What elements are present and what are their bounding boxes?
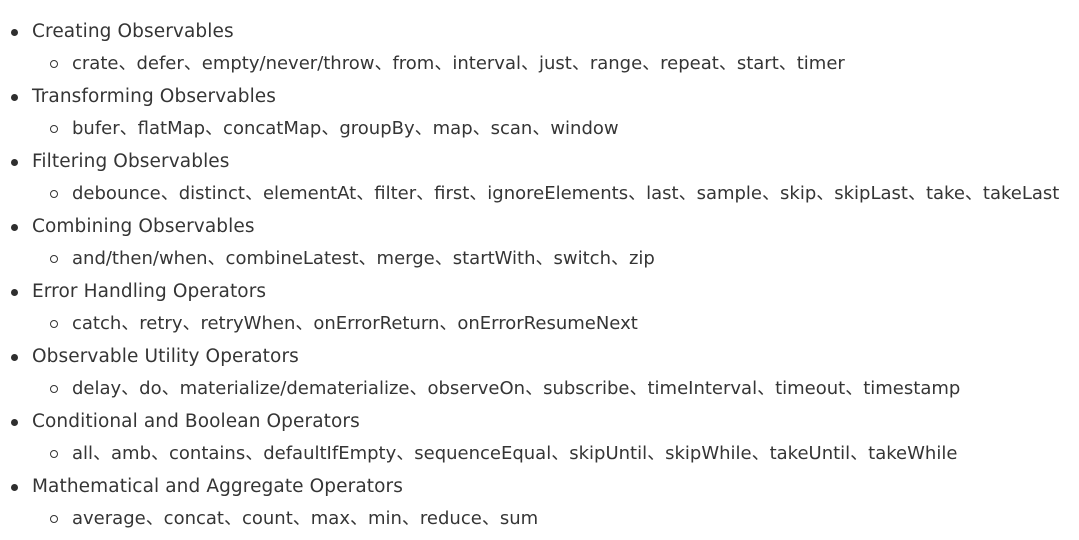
category-conditional-boolean-operators: Conditional and Boolean Operators all、am… <box>0 407 1079 472</box>
category-heading-line: Error Handling Operators <box>0 277 1079 307</box>
operator-names: bufer、flatMap、concatMap、groupBy、map、scan… <box>72 118 619 139</box>
hollow-bullet-icon <box>50 320 58 328</box>
category-title: Transforming Observables <box>32 86 277 107</box>
category-title: Conditional and Boolean Operators <box>32 411 360 432</box>
operator-list-line: average、concat、count、max、min、reduce、sum <box>0 504 1079 534</box>
hollow-bullet-icon <box>50 450 58 458</box>
operator-list-line: bufer、flatMap、concatMap、groupBy、map、scan… <box>0 114 1079 144</box>
bullet-icon <box>11 29 18 36</box>
hollow-bullet-icon <box>50 190 58 198</box>
operator-category-list: Creating Observables crate、defer、empty/n… <box>0 17 1079 537</box>
category-title: Error Handling Operators <box>32 281 267 302</box>
hollow-bullet-icon <box>50 385 58 393</box>
operator-names: debounce、distinct、elementAt、filter、first… <box>72 183 1060 204</box>
operator-list-line: delay、do、materialize/dematerialize、obser… <box>0 374 1079 404</box>
operator-list-line: debounce、distinct、elementAt、filter、first… <box>0 179 1079 209</box>
operator-list-line: all、amb、contains、defaultIfEmpty、sequence… <box>0 439 1079 469</box>
operator-names: delay、do、materialize/dematerialize、obser… <box>72 378 961 399</box>
category-creating-observables: Creating Observables crate、defer、empty/n… <box>0 17 1079 82</box>
category-error-handling-operators: Error Handling Operators catch、retry、ret… <box>0 277 1079 342</box>
operator-names: all、amb、contains、defaultIfEmpty、sequence… <box>72 443 958 464</box>
operator-list-line: catch、retry、retryWhen、onErrorReturn、onEr… <box>0 309 1079 339</box>
category-mathematical-aggregate-operators: Mathematical and Aggregate Operators ave… <box>0 472 1079 537</box>
category-title: Observable Utility Operators <box>32 346 299 367</box>
hollow-bullet-icon <box>50 125 58 133</box>
operator-list-line: crate、defer、empty/never/throw、from、inter… <box>0 49 1079 79</box>
operator-names: crate、defer、empty/never/throw、from、inter… <box>72 53 845 74</box>
hollow-bullet-icon <box>50 255 58 263</box>
bullet-icon <box>11 94 18 101</box>
category-heading-line: Filtering Observables <box>0 147 1079 177</box>
category-title: Creating Observables <box>32 21 234 42</box>
category-title: Filtering Observables <box>32 151 230 172</box>
category-heading-line: Mathematical and Aggregate Operators <box>0 472 1079 502</box>
operator-list-line: and/then/when、combineLatest、merge、startW… <box>0 244 1079 274</box>
category-combining-observables: Combining Observables and/then/when、comb… <box>0 212 1079 277</box>
bullet-icon <box>11 484 18 491</box>
category-filtering-observables: Filtering Observables debounce、distinct、… <box>0 147 1079 212</box>
category-heading-line: Combining Observables <box>0 212 1079 242</box>
category-title: Combining Observables <box>32 216 255 237</box>
category-title: Mathematical and Aggregate Operators <box>32 476 403 497</box>
bullet-icon <box>11 224 18 231</box>
category-heading-line: Creating Observables <box>0 17 1079 47</box>
operator-names: and/then/when、combineLatest、merge、startW… <box>72 248 655 269</box>
hollow-bullet-icon <box>50 60 58 68</box>
category-observable-utility-operators: Observable Utility Operators delay、do、ma… <box>0 342 1079 407</box>
bullet-icon <box>11 419 18 426</box>
hollow-bullet-icon <box>50 515 58 523</box>
operator-names: average、concat、count、max、min、reduce、sum <box>72 508 539 529</box>
operator-names: catch、retry、retryWhen、onErrorReturn、onEr… <box>72 313 638 334</box>
bullet-icon <box>11 289 18 296</box>
bullet-icon <box>11 159 18 166</box>
category-heading-line: Conditional and Boolean Operators <box>0 407 1079 437</box>
category-transforming-observables: Transforming Observables bufer、flatMap、c… <box>0 82 1079 147</box>
category-heading-line: Transforming Observables <box>0 82 1079 112</box>
category-heading-line: Observable Utility Operators <box>0 342 1079 372</box>
bullet-icon <box>11 354 18 361</box>
